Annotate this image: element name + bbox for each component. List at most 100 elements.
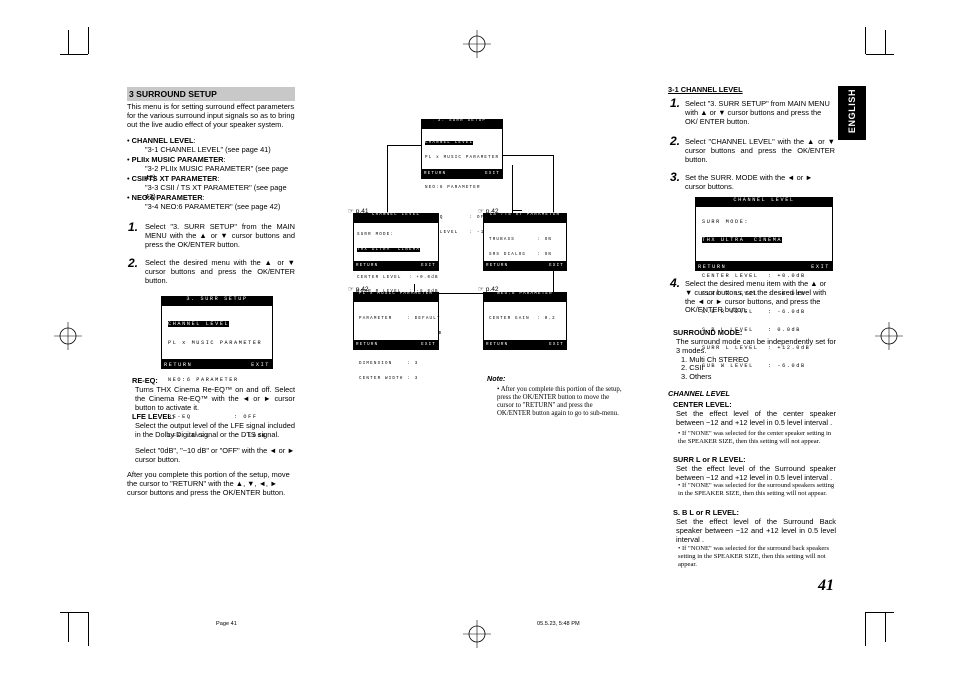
crop-mark bbox=[88, 27, 89, 54]
crop-mark bbox=[865, 612, 866, 646]
lcd-return: RETURN bbox=[698, 264, 727, 270]
crop-mark bbox=[60, 54, 88, 55]
lcd-return: RETURN bbox=[486, 264, 509, 268]
page-ref-42c: ☞ p.42 bbox=[478, 286, 499, 293]
surr-level-text: Set the effect level of the Surround spe… bbox=[676, 464, 836, 482]
lcd-line: SURR MODE: bbox=[357, 233, 395, 238]
lcd-line: SURR L LEVEL : +12.0dB bbox=[702, 345, 811, 351]
step-2-text: Select the desired menu with the ▲ or ▼ … bbox=[145, 258, 295, 285]
crop-mark bbox=[866, 54, 894, 55]
lcd-line: CENTER GAIN : 0.2 bbox=[489, 317, 556, 321]
step-1-text: Select "3. SURR SETUP" from the MAIN MEN… bbox=[145, 222, 295, 249]
crop-mark bbox=[865, 27, 866, 54]
lcd-line: CENTER LEVEL : +0.0dB bbox=[357, 275, 439, 280]
lcd-line: S.B R LEVEL : -6.0dB bbox=[702, 309, 806, 315]
center-level-title: CENTER LEVEL: bbox=[673, 400, 732, 409]
intro-text: This menu is for setting surround effect… bbox=[127, 102, 295, 129]
crop-mark bbox=[885, 612, 886, 642]
lfe-text-2: Select "0dB", "−10 dB" or "OFF" with the… bbox=[135, 446, 295, 464]
lcd-return: RETURN bbox=[356, 264, 379, 268]
surr-level-title: SURR L or R LEVEL: bbox=[673, 455, 746, 464]
step-number-1: 1. bbox=[128, 220, 139, 234]
lcd-line: SURR MODE: bbox=[702, 219, 750, 225]
mode-item: 2. CSII bbox=[681, 363, 704, 372]
bullet-channel-level: • CHANNEL LEVEL: "3-1 CHANNEL LEVEL" (se… bbox=[127, 136, 297, 155]
hand-pointer-icon: ☞ bbox=[348, 208, 356, 215]
footer-page: Page 41 bbox=[216, 621, 237, 627]
lcd-line: THX ULTRA CINEMA bbox=[702, 237, 783, 243]
lcd-exit: EXIT bbox=[421, 264, 436, 268]
right-step-number-1: 1. bbox=[670, 96, 681, 110]
lcd-title: 3. SURR SETUP bbox=[186, 296, 248, 302]
right-step-4-text: Select the desired menu item with the ▲ … bbox=[685, 279, 827, 315]
center-level-note: • If "NONE" was selected for the center … bbox=[678, 430, 832, 445]
bullet-sub: "3-2 PLIIx MUSIC PARAMETER" (see page 42… bbox=[145, 163, 289, 182]
after-text: After you complete this portion of the s… bbox=[127, 470, 290, 497]
lcd-exit: EXIT bbox=[811, 264, 830, 270]
right-step-1-text: Select "3. SURR SETUP" from MAIN MENU wi… bbox=[685, 99, 830, 126]
sb-level-note: • If "NONE" was selected for the surroun… bbox=[678, 545, 830, 568]
connector-line bbox=[387, 145, 450, 214]
registration-mark-icon bbox=[463, 620, 491, 648]
lcd-title: CHANNEL LEVEL bbox=[371, 213, 421, 217]
lcd-line: CENTER LEVEL : +0.0dB bbox=[702, 273, 806, 279]
lcd-exit: EXIT bbox=[485, 172, 500, 176]
section-heading: 3 SURROUND SETUP bbox=[127, 87, 295, 101]
english-tab-label: ENGLISH bbox=[847, 88, 857, 134]
channel-level-heading: 3-1 CHANNEL LEVEL bbox=[668, 85, 743, 94]
hand-pointer-icon: ☞ bbox=[478, 208, 486, 215]
connector-line bbox=[414, 284, 415, 293]
bullet-title: CHANNEL LEVEL bbox=[131, 136, 194, 145]
sb-level-text: Set the effect level of the Surround Bac… bbox=[676, 517, 836, 544]
lcd-exit: EXIT bbox=[421, 343, 436, 347]
right-step-number-4: 4. bbox=[670, 276, 681, 290]
lcd-return: RETURN bbox=[486, 343, 509, 347]
lcd-line bbox=[425, 201, 499, 206]
lcd-line: SURR R LEVEL : -6.0dB bbox=[702, 291, 806, 297]
bullet-sub: "3-3 CSII / TS XT PARAMETER" (see page 4… bbox=[145, 182, 287, 201]
lfe-title: LFE LEVEL: bbox=[132, 412, 175, 421]
lcd-neo6-parameter: NEO:6 PARAMETER CENTER GAIN : 0.2 RETURN… bbox=[483, 292, 567, 350]
connector-line bbox=[503, 155, 553, 156]
crop-mark bbox=[885, 30, 886, 54]
lcd-line: S.B L LEVEL : 0.0dB bbox=[702, 327, 801, 333]
lcd-line: CHANNEL LEVEL bbox=[168, 321, 230, 328]
bullet-csii: • CSII/TS XT PARAMETER: "3-3 CSII / TS X… bbox=[127, 174, 297, 201]
note-text: • After you complete this portion of the… bbox=[497, 386, 622, 417]
lcd-line: SUB W LEVEL : -6.0dB bbox=[702, 363, 806, 369]
mode-item: 1. Multi Ch STEREO bbox=[681, 355, 749, 364]
lcd-channel-level-small: CHANNEL LEVEL SURR MODE: THX ULTRA CINEM… bbox=[353, 213, 441, 350]
lcd-title: PL x MUSIC PARAMETER bbox=[358, 292, 434, 296]
step-number-2: 2. bbox=[128, 256, 139, 270]
bullet-neo6: • NEO:6 PARAMETER: "3-4 NEO:6 PARAMETER"… bbox=[127, 193, 297, 212]
registration-mark-icon bbox=[463, 30, 491, 58]
page-ref-42a: ☞ p.42 bbox=[478, 208, 499, 215]
bullet-title: NEO:6 PARAMETER bbox=[131, 193, 203, 202]
lcd-line: NEO:6 PARAMETER bbox=[425, 186, 481, 190]
lcd-line: CHANNEL LEVEL bbox=[425, 141, 474, 145]
channel-level-subheading: CHANNEL LEVEL bbox=[668, 389, 730, 398]
lcd-pl-music-parameter: PL x MUSIC PARAMETER PARAMETER : DEFAULT… bbox=[353, 292, 439, 381]
hand-pointer-icon: ☞ bbox=[478, 286, 486, 293]
bullet-sub: "3-1 CHANNEL LEVEL" (see page 41) bbox=[145, 144, 271, 154]
lcd-return: RETURN bbox=[356, 343, 379, 347]
lcd-exit: EXIT bbox=[549, 264, 564, 268]
lcd-exit: EXIT bbox=[251, 362, 270, 368]
lcd-title: 3. SURR SETUP bbox=[437, 119, 487, 123]
registration-mark-icon bbox=[54, 322, 82, 350]
lcd-line: NEO:6 PARAMETER bbox=[168, 377, 239, 384]
connector-line bbox=[512, 165, 513, 213]
crop-mark bbox=[68, 612, 69, 642]
lcd-exit: EXIT bbox=[549, 343, 564, 347]
right-step-3-text: Set the SURR. MODE with the ◄ or ► curso… bbox=[685, 173, 813, 191]
lcd-line: CS /TS XT PARAMETER bbox=[168, 358, 258, 365]
lcd-line: THX ULTRA CINEMA bbox=[357, 247, 421, 252]
lcd-surr-setup-small: 3. SURR SETUP CHANNEL LEVEL PL x MUSIC P… bbox=[421, 119, 503, 235]
lcd-title: CS /TS XT PARAMETER bbox=[489, 213, 561, 217]
sb-level-title: S. B L or R LEVEL: bbox=[673, 508, 739, 517]
page-number: 41 bbox=[818, 577, 834, 594]
right-step-2-text: Select "CHANNEL LEVEL" with the ▲ or ▼ c… bbox=[685, 137, 835, 164]
bullet-sub: "3-4 NEO:6 PARAMETER" (see page 42) bbox=[145, 201, 281, 211]
crop-mark bbox=[866, 612, 894, 613]
center-level-text: Set the effect level of the center speak… bbox=[676, 409, 836, 427]
